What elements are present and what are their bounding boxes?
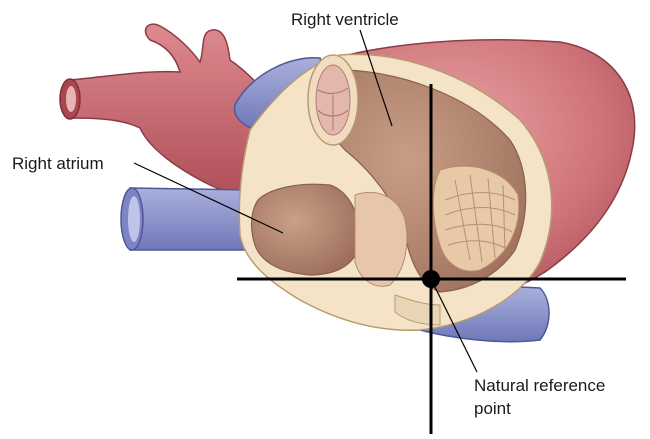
septal-ridge xyxy=(394,294,441,326)
chordae-lines xyxy=(444,174,516,263)
label-right-atrium: Right atrium xyxy=(12,154,104,173)
leader-right-ventricle xyxy=(359,29,393,127)
aortic-arch xyxy=(69,23,301,197)
right-atrium-chamber xyxy=(251,183,361,276)
leader-right-atrium xyxy=(133,162,284,234)
leader-reference-point xyxy=(430,278,478,373)
ivc-lumen xyxy=(128,196,140,242)
label-reference-line1: Natural reference xyxy=(474,376,605,395)
label-reference-line2: point xyxy=(474,399,511,418)
label-right-ventricle: Right ventricle xyxy=(291,10,399,29)
aorta-lumen xyxy=(66,86,76,112)
tricuspid-region xyxy=(354,191,408,287)
inferior-vena-cava-left xyxy=(129,187,251,251)
pulmonary-valve-cusps xyxy=(317,87,349,130)
